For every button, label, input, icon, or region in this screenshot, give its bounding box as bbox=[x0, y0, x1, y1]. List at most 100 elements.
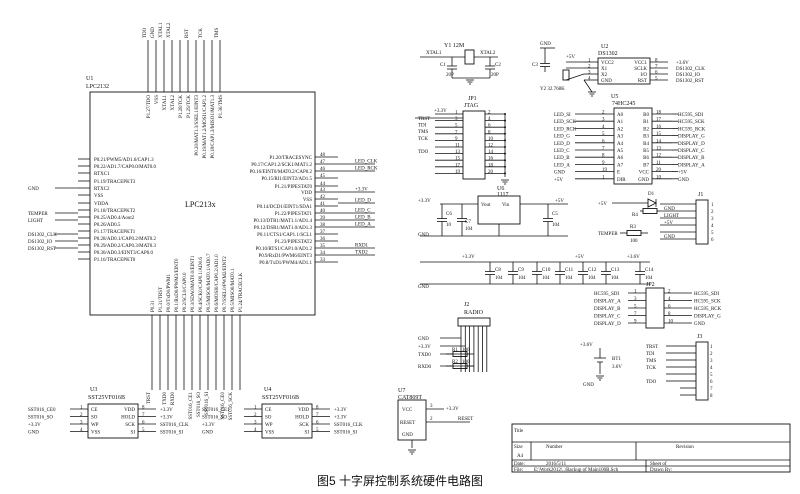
decoupling-cap-label: C12 bbox=[588, 268, 597, 273]
j1-pin-number: 5 bbox=[711, 231, 714, 236]
u4-flash-right-pin-number: 7 bbox=[316, 413, 319, 418]
u1-right-net-label: LED_CLK bbox=[355, 160, 378, 165]
u2-right-net-label: +3.6V bbox=[676, 61, 689, 66]
u5-right-net-label: DISPLAY_C bbox=[678, 149, 705, 154]
u1-part: LPC2132 bbox=[86, 84, 109, 90]
u3-flash-left-pin-label: CE bbox=[91, 408, 97, 413]
c7-label: C7 bbox=[465, 220, 471, 225]
u2-right-pin-label: RST bbox=[638, 79, 647, 84]
u1-top-pin-label: P1.30/TMS bbox=[219, 95, 224, 118]
jp1-left-pin-number: 3 bbox=[455, 117, 458, 122]
u5-right-net-label: DISPLAY_A bbox=[678, 163, 705, 168]
u5-ref: U5 bbox=[611, 94, 618, 100]
jp2-left-pin-number: 5 bbox=[634, 305, 637, 310]
jp1-net-label: TMS bbox=[418, 130, 429, 135]
jp1-right-pin-number: 16 bbox=[488, 157, 494, 162]
u1-left-pin-label: P1.18/TRACEPKT2 bbox=[94, 209, 136, 214]
u1-right-net-label: LED_RCK bbox=[355, 167, 378, 172]
u1-right-pin-label: P0.9/RxD1/PWM6/EINT3 bbox=[259, 254, 313, 259]
bt1-gnd-label: GND bbox=[583, 383, 594, 388]
bt1-pos-label: +3.6V bbox=[580, 343, 593, 348]
u1-right-pin-number: 47 bbox=[320, 160, 326, 165]
u1-top-net-label: TDO bbox=[143, 27, 148, 38]
u4-flash-right-pin-number: 5 bbox=[316, 428, 319, 433]
jp1-right-pin-number: 8 bbox=[488, 130, 491, 135]
u1-bottom-net-label: RXD0 bbox=[171, 392, 176, 406]
j2-body bbox=[457, 317, 491, 327]
jp2-left-pin-number: 7 bbox=[634, 312, 637, 317]
jp2-left-net-label: HC595_SDI bbox=[594, 292, 619, 297]
xtal1-label: XTAL1 bbox=[426, 51, 442, 56]
jp1-left-pin-number: 7 bbox=[455, 130, 458, 135]
title-block-size-value: A4 bbox=[517, 454, 524, 459]
jp2-right-pin-number: 2 bbox=[668, 290, 671, 295]
u5-right-pin-label: VCC bbox=[639, 171, 650, 176]
u1-right-pin-label: P0.17/CAP1.2/SCK1/MAT1.2 bbox=[251, 163, 312, 168]
u1-bottom-pin-label: P0.4/SCK0/CAP0.1/AD0.6 bbox=[199, 257, 204, 312]
j1-net-label: +5V bbox=[664, 221, 673, 226]
u3-flash-right-pin-label: SCK bbox=[125, 423, 135, 428]
u7-ref: U7 bbox=[398, 388, 405, 394]
r2-body bbox=[452, 363, 468, 369]
u1-left-net-label: TEMPER bbox=[28, 212, 48, 217]
u3-flash-left-net-label: SST016_CE0 bbox=[28, 408, 56, 413]
u1-bottom-net-label: TRST bbox=[147, 392, 152, 404]
u3-flash-left-pin-number: 1 bbox=[80, 406, 83, 411]
jp1-vcc-label: +3.3V bbox=[434, 109, 447, 114]
u1-left-net-label: DS1302_CLK bbox=[28, 233, 57, 238]
u1-top-net-label: TMS bbox=[215, 28, 220, 39]
r4-body bbox=[642, 208, 658, 214]
jp1-ref: JP1 bbox=[468, 96, 477, 102]
j1-pin-number: 1 bbox=[711, 203, 714, 208]
u1-right-pin-number: 37 bbox=[320, 230, 326, 235]
decoupling-cap-value: 104 bbox=[588, 276, 596, 281]
u4-flash-left-pin-label: CE bbox=[265, 408, 271, 413]
u5-right-pin-label: B3 bbox=[643, 135, 649, 140]
r3-label: R3 bbox=[630, 225, 636, 230]
u4-flash-right-pin-label: HOLD bbox=[295, 416, 309, 421]
jp2-right-pin-number: 10 bbox=[668, 320, 674, 325]
u1-right-net-label: LED_A bbox=[355, 223, 371, 228]
decoupling-cap-label: C8 bbox=[495, 268, 501, 273]
j3-net-label: TRST bbox=[646, 345, 658, 350]
u2-right-pin-number: 8 bbox=[655, 59, 658, 64]
u1-bottom-pin-label: P0.2/SCL0/CAP0.0 bbox=[183, 272, 188, 312]
u1-right-pin-number: 39 bbox=[320, 216, 326, 221]
jp1-left-pin-number: 13 bbox=[455, 150, 461, 155]
u1-top-pin-label: P1.29/TCK bbox=[187, 95, 192, 118]
u5-right-net-label: HC595_RCK bbox=[678, 127, 706, 132]
u3-flash-body bbox=[87, 403, 139, 439]
j1-body bbox=[695, 199, 709, 245]
u5-right-pin-label: B5 bbox=[643, 149, 649, 154]
u2-left-pin-number: 4 bbox=[588, 77, 591, 82]
u3-flash-left-net-label: +3.3V bbox=[28, 423, 41, 428]
u5-right-net-label: DISPLAY_B bbox=[678, 156, 705, 161]
u5-right-pin-label: B6 bbox=[643, 156, 649, 161]
u2-right-pin-label: VCC1 bbox=[634, 61, 647, 66]
u3-flash-right-pin-number: 5 bbox=[142, 428, 145, 433]
u1-ref: U1 bbox=[86, 76, 93, 82]
u5-left-pin-label: DIR bbox=[617, 178, 626, 183]
u7-net-label: +3.3V bbox=[446, 407, 459, 412]
u6-body bbox=[477, 195, 521, 225]
jp2-left-pin-number: 1 bbox=[634, 290, 637, 295]
u3-flash-left-pin-label: SO bbox=[91, 416, 98, 421]
wire bbox=[583, 79, 593, 93]
u4-flash-right-pin-number: 8 bbox=[316, 406, 319, 411]
jp1-net-label: TDI bbox=[418, 124, 427, 129]
u5-left-pin-label: A3 bbox=[617, 135, 624, 140]
u4-flash-left-net-label: SST016_SO bbox=[202, 416, 227, 421]
y1-label: Y1 12M bbox=[444, 43, 465, 49]
u1-right-pin-label: P0.14/DCD1/EINT1/SDA1 bbox=[257, 205, 313, 210]
u5-left-net-label: LED_D bbox=[554, 142, 570, 147]
u7-pin-number: 3 bbox=[430, 404, 433, 409]
u5-left-net-label: LED_A bbox=[554, 163, 570, 168]
jp2-right-net-label: HC595_RCK bbox=[694, 307, 722, 312]
decoupling-cap-value: 104 bbox=[645, 276, 653, 281]
jp2-right-net-label: HC595_SCK bbox=[694, 300, 721, 305]
jp2-right-pin-number: 8 bbox=[668, 312, 671, 317]
